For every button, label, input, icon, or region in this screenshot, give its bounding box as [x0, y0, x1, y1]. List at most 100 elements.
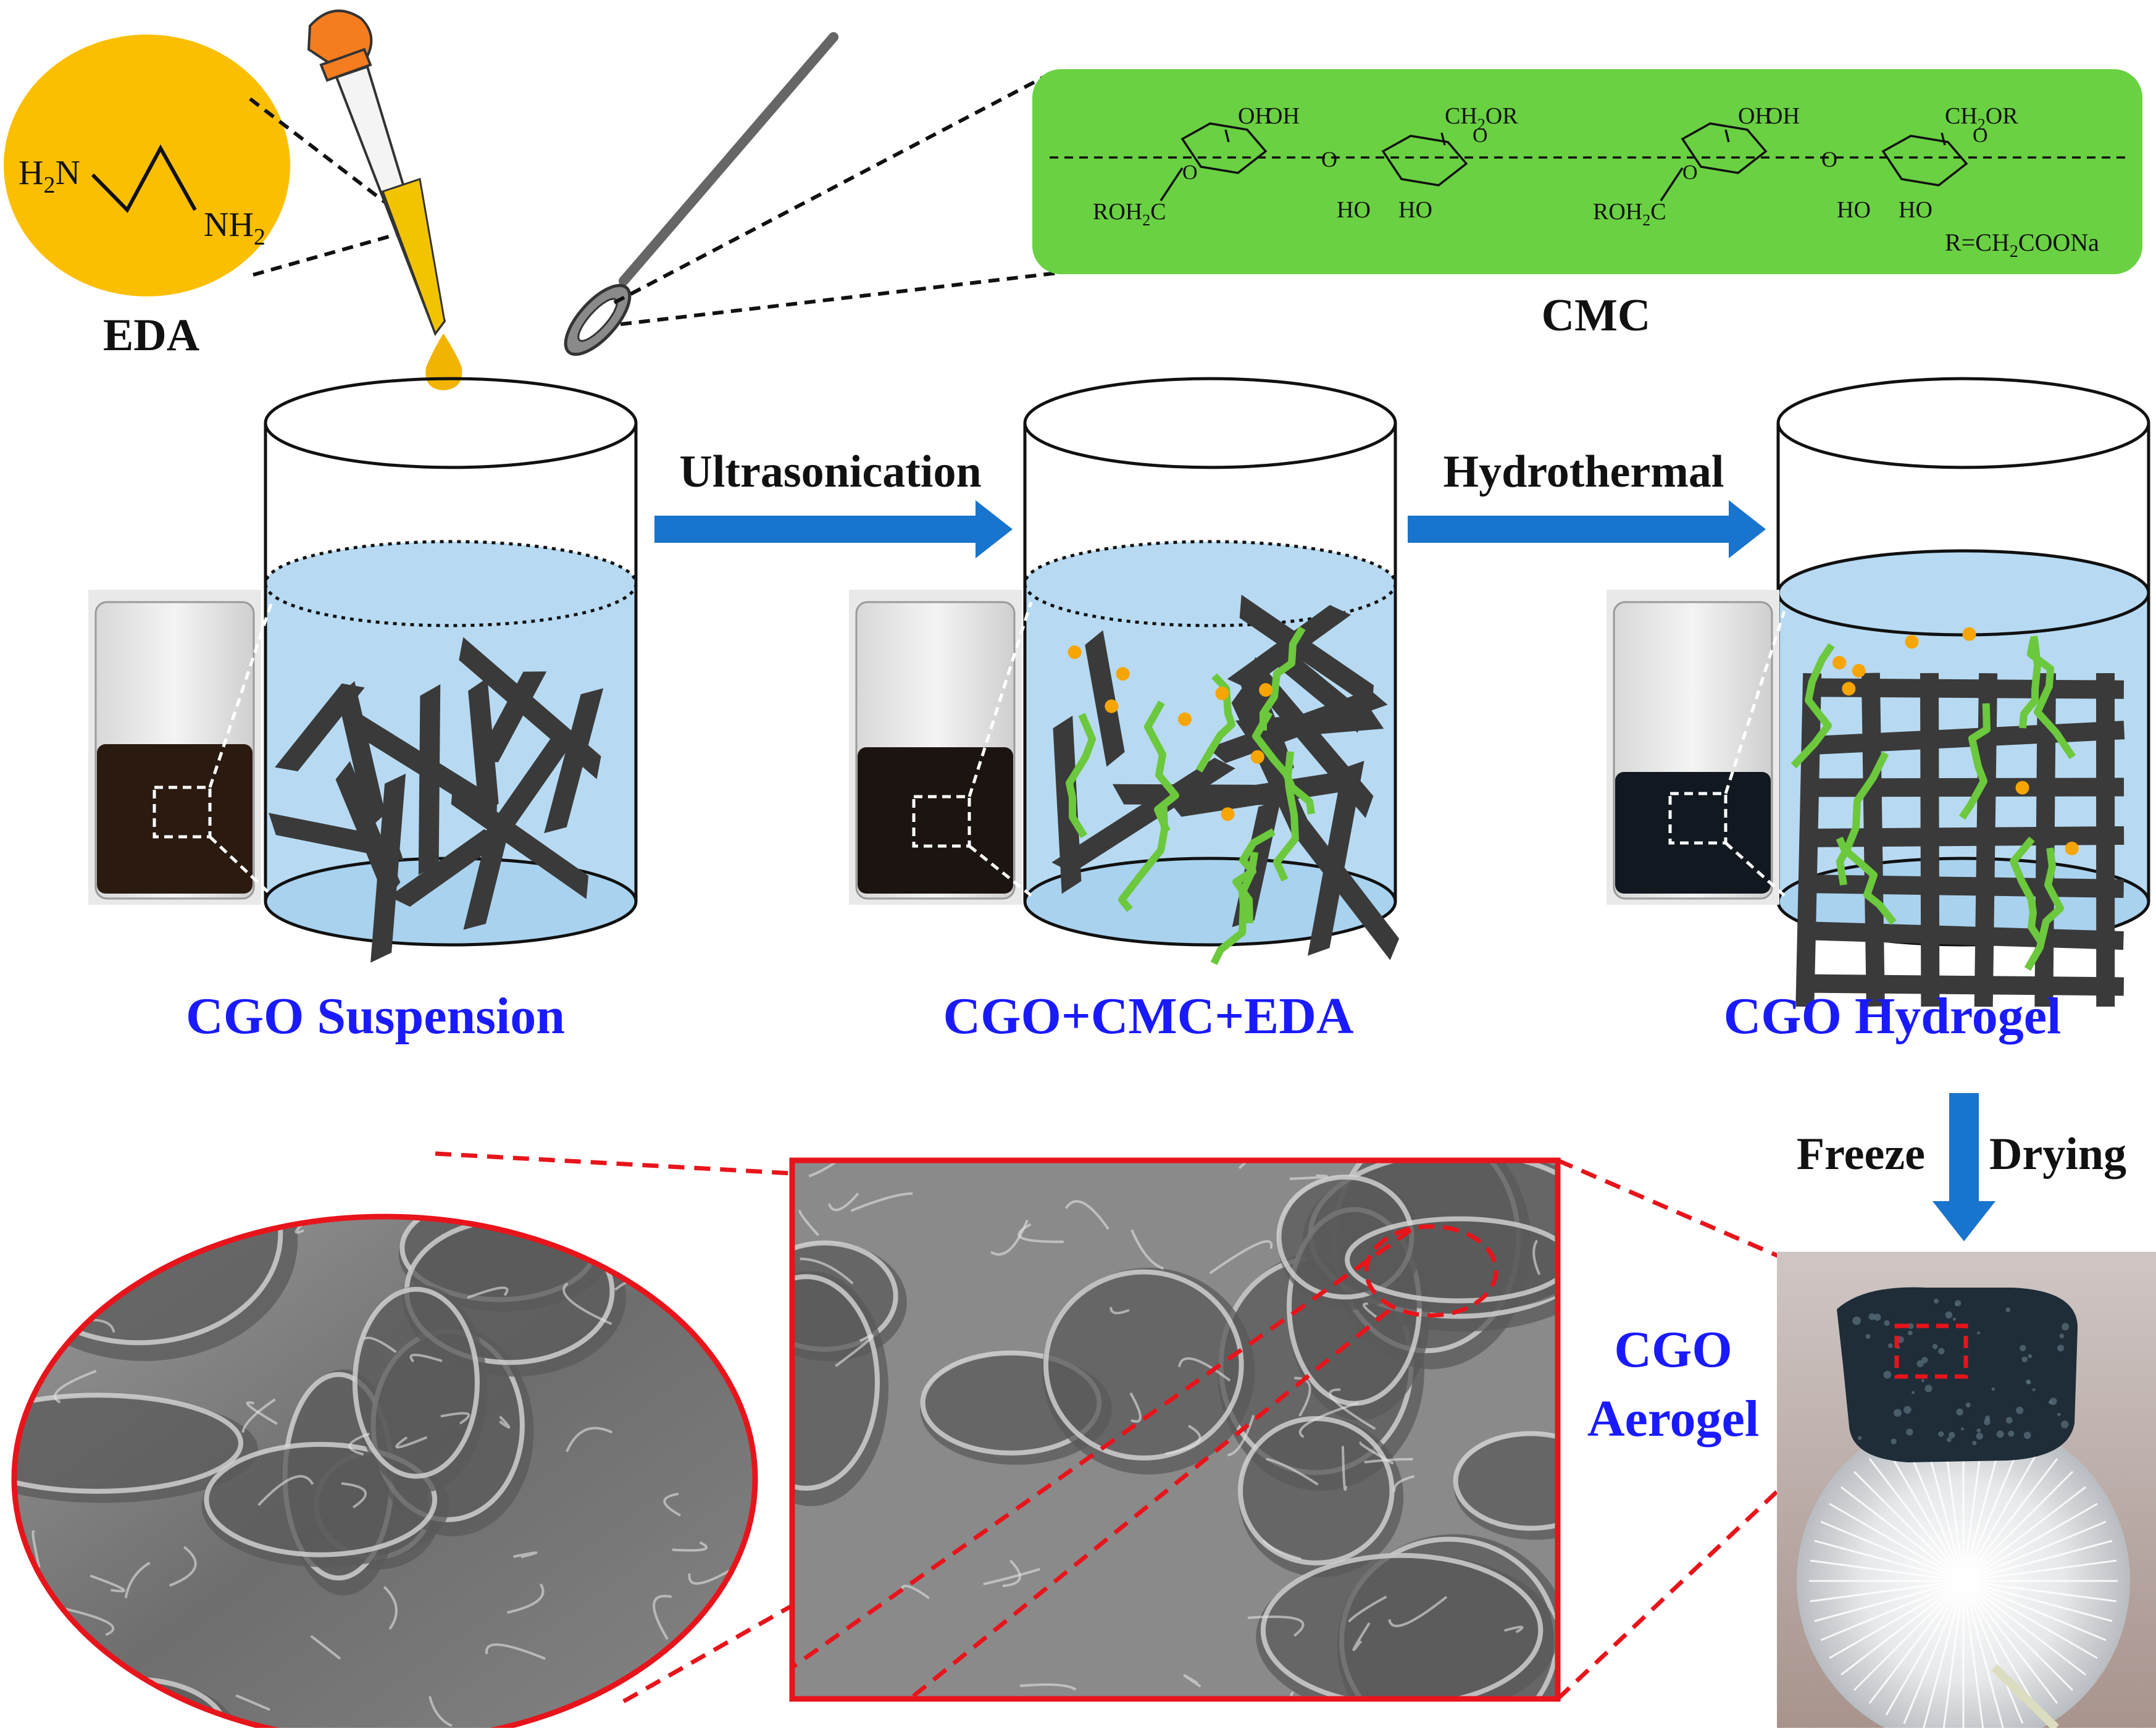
vial-zoom-region	[912, 795, 971, 848]
cmc-atom-label: O	[1821, 147, 1837, 172]
cmc-atom-label: O	[1182, 161, 1198, 184]
sem-pore	[1342, 1220, 1558, 1312]
aerogel-texture	[1956, 1408, 1963, 1416]
cmc-chain	[2024, 847, 2064, 971]
step-label-freeze: Freeze	[1797, 1129, 1925, 1180]
sem-pore-wall	[204, 1441, 438, 1557]
dandelion-seed	[1962, 1580, 2074, 1691]
sem-pore	[14, 1217, 298, 1361]
sem-fold	[990, 1219, 1029, 1256]
graphene-sheet	[370, 773, 406, 963]
sem-fold	[124, 1561, 151, 1598]
sem-fold	[1393, 1475, 1415, 1492]
graphene-sheets	[269, 637, 604, 963]
cmc-chain	[1144, 700, 1179, 833]
dandelion-seed	[1810, 1559, 1964, 1582]
graphene-sheet	[1278, 644, 1363, 733]
sem-micrograph	[789, 1157, 1561, 1702]
sem-fold	[235, 1694, 270, 1711]
dandelion-seed	[1814, 1580, 1964, 1622]
sem-fold	[800, 1257, 854, 1285]
water-surface	[1776, 549, 2150, 637]
graphene-sheets	[1795, 673, 2125, 1007]
cmc-chain	[2019, 635, 2041, 729]
step-label-drying: Drying	[1989, 1129, 2126, 1180]
graphene-sheet	[1240, 666, 1294, 785]
cmc-chain	[1790, 643, 1835, 769]
sem-pore	[1042, 1267, 1255, 1475]
eda-dot	[1842, 682, 1856, 696]
graphene-sheet	[1085, 630, 1125, 767]
aerogel-texture	[1949, 1431, 1955, 1439]
cmc-r-definition: R=CH2COONa	[1945, 228, 2099, 261]
eda-dot	[1832, 656, 1847, 670]
cmc-group-label: CH2OR	[1945, 103, 2018, 133]
graphene-sheet	[544, 688, 604, 834]
cmc-bond	[1224, 129, 1230, 143]
cmc-bond	[1724, 129, 1730, 143]
sem-pore-wall	[352, 1286, 480, 1479]
dandelion-seed	[1962, 1458, 2058, 1582]
sem-fold	[688, 1565, 738, 1585]
dandelion-seed	[1962, 1580, 1984, 1731]
sem-zoom-oval	[11, 1213, 758, 1731]
beaker-rim	[1023, 377, 1397, 469]
dandelion-seed	[1829, 1503, 1964, 1582]
sem-fold	[428, 1696, 453, 1727]
aerogel-texture	[2028, 1354, 2033, 1359]
vial-liquid	[1615, 772, 1771, 894]
eda-dot	[1068, 645, 1082, 660]
network-strand	[1974, 673, 1998, 1007]
sem-zoom-region	[1364, 1224, 1498, 1318]
cmc-chain	[1959, 703, 1991, 820]
graphene-sheet	[468, 677, 499, 817]
cmc-bond	[1159, 167, 1184, 201]
aerogel-texture	[1906, 1428, 1913, 1436]
aerogel-texture	[1938, 1347, 1945, 1355]
aerogel-texture	[2021, 1356, 2028, 1362]
cmc-chain	[1232, 828, 1276, 924]
sem-pore	[1256, 1553, 1558, 1699]
cmc-ring	[1180, 122, 1268, 174]
sem-pore-wall	[14, 1217, 283, 1346]
sem-fold	[835, 1334, 874, 1367]
sem-pore-wall	[1043, 1269, 1244, 1461]
sem-pore-wall	[792, 1274, 880, 1491]
sem-fold	[395, 1436, 428, 1449]
sem-fold	[1209, 1240, 1273, 1275]
aerogel-texture	[2057, 1344, 2064, 1352]
aerogel-texture	[1884, 1320, 1890, 1327]
vial-pointer-line	[1724, 611, 1786, 794]
dandelion-seed	[1962, 1580, 2042, 1716]
sem-fold	[1183, 1674, 1201, 1688]
cmc-pointer-line	[613, 72, 1051, 304]
dandelion-seed	[1963, 1580, 2086, 1676]
cmc-label: CMC	[1542, 290, 1651, 341]
sem-fold	[1341, 1446, 1348, 1491]
sem-fold	[1262, 1540, 1302, 1561]
water-surface	[264, 540, 638, 627]
sem-fold	[983, 1567, 1040, 1586]
dandelion-seed	[1903, 1580, 1965, 1724]
aerogel-texture	[1952, 1317, 1956, 1321]
aerogel-texture	[2059, 1333, 2065, 1339]
cmc-chain	[1836, 751, 1889, 886]
sem-fold	[1227, 1414, 1255, 1457]
sem-fold	[440, 1412, 470, 1425]
step-label-ultrasonication: Ultrasonication	[679, 446, 981, 497]
cmc-chain	[2010, 836, 2044, 944]
cmc-bond	[1660, 167, 1684, 201]
eda-dot	[1250, 750, 1264, 764]
cmc-atom-label: HO	[1337, 197, 1371, 223]
cmc-bond	[1941, 132, 1946, 146]
sem-fold	[348, 1432, 370, 1456]
cmc-group-label: ROH2C	[1093, 199, 1166, 229]
aerogel-texture	[1954, 1300, 1962, 1307]
aerogel-texture	[1934, 1298, 1939, 1304]
sem-fold	[1109, 1307, 1130, 1315]
dandelion-seed	[1820, 1520, 1964, 1582]
cmc-atom-label: OH	[1738, 103, 1772, 129]
aerogel-texture	[1852, 1316, 1861, 1325]
sem-fold	[241, 1398, 276, 1433]
stage-label-hydrogel: CGO Hydrogel	[1724, 987, 2062, 1045]
